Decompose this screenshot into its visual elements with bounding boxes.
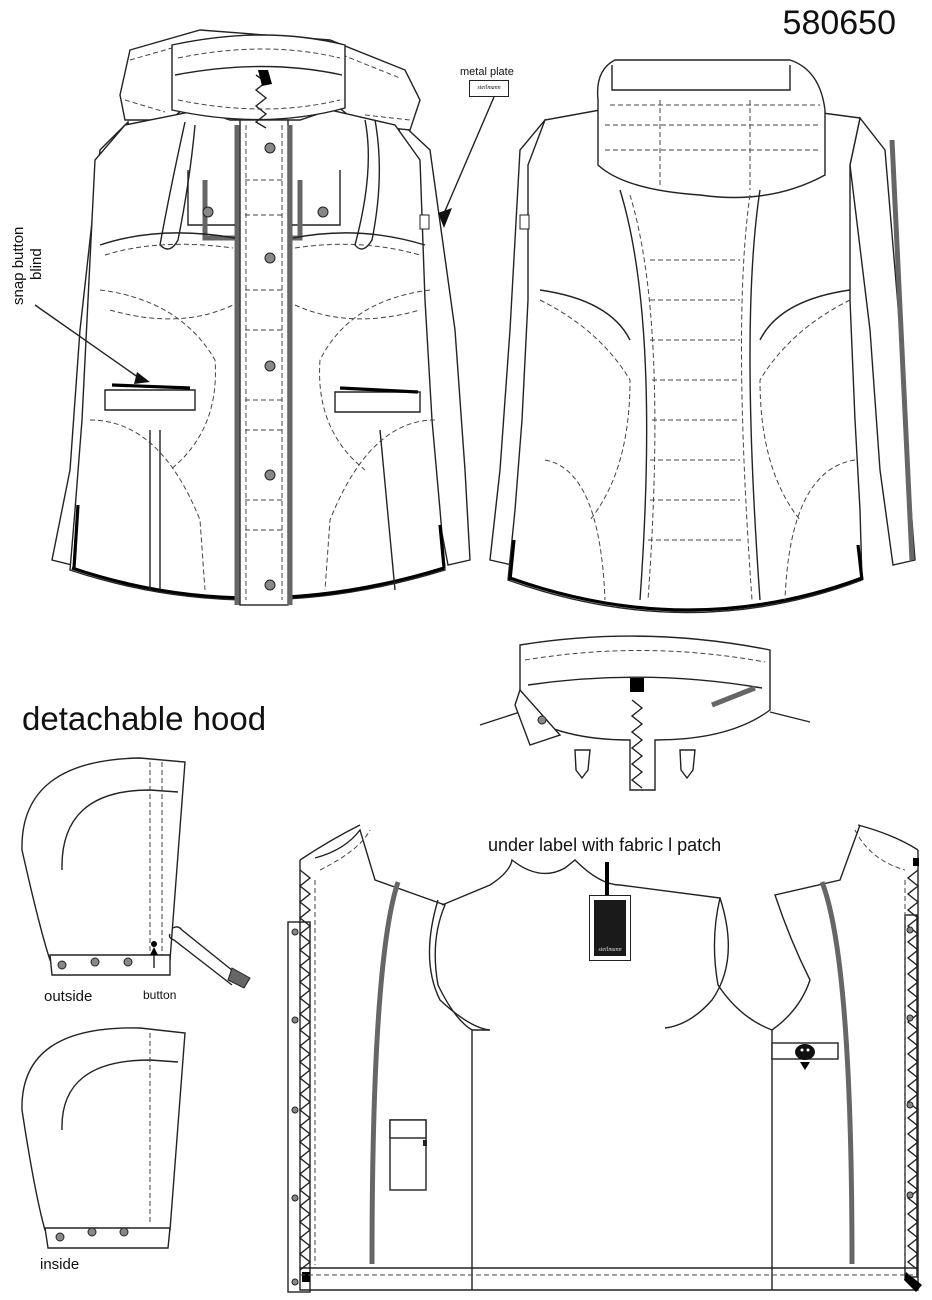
- metal-plate-leader: [441, 96, 495, 219]
- back-view-jacket: [489, 59, 916, 614]
- hood-outside-label: outside: [44, 988, 93, 1005]
- hood-outside-view: [21, 757, 251, 989]
- hood-button-label: button: [143, 988, 177, 1002]
- lining-open-view: [287, 824, 922, 1293]
- hood-inside-label: inside: [40, 1256, 80, 1273]
- under-label-caption: under label with fabric l patch: [488, 835, 722, 855]
- front-view-jacket: [51, 29, 471, 606]
- fabric-label-patch: steilmann: [589, 895, 631, 961]
- snap-button-label-line1: snap button: [10, 226, 27, 305]
- style-number: 580650: [782, 4, 896, 42]
- detachable-hood-title: detachable hood: [22, 700, 267, 737]
- snap-button-leader: [34, 304, 143, 381]
- metal-plate-label: metal plate: [460, 66, 514, 78]
- snap-button-label-line2: blind: [28, 248, 45, 280]
- hood-inside-view: [21, 1027, 186, 1249]
- metal-plate-arrowhead: [438, 208, 452, 228]
- snap-button-arrowhead: [134, 372, 150, 384]
- fabric-label-logo: steilmann: [594, 900, 626, 956]
- collar-detail-view: [479, 635, 811, 791]
- metal-plate-logo: steilmann: [469, 80, 509, 97]
